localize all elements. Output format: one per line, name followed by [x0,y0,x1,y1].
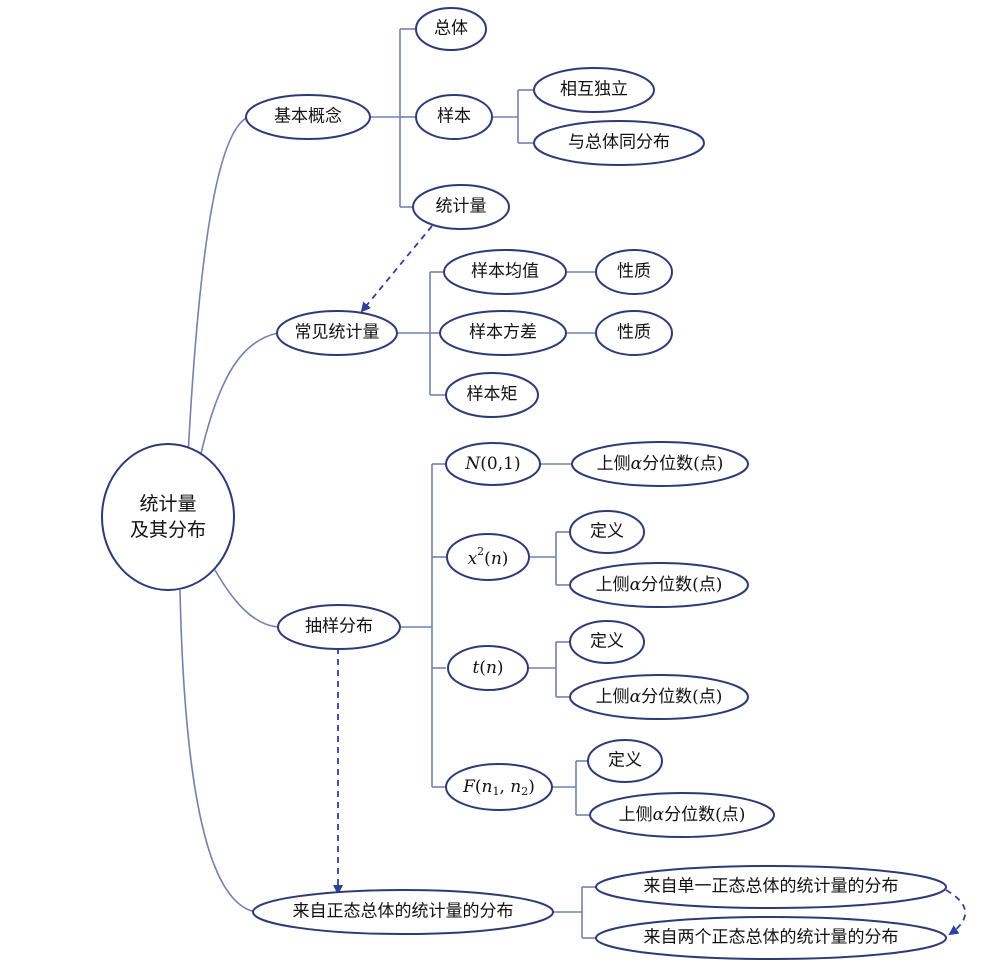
node-t-dist-label: t(n) [472,658,503,678]
node-sampling-distribution[interactable]: 抽样分布 [277,604,401,650]
node-chi-definition[interactable]: 定义 [569,510,645,554]
link-root-normalpop [179,589,257,913]
node-f-definition[interactable]: 定义 [587,739,663,783]
node-f-definition-label: 定义 [608,751,642,771]
node-statistic-label: 统计量 [436,197,487,217]
node-mean-property-label: 性质 [617,262,651,282]
node-independent-label: 相互独立 [560,80,628,100]
node-f-quantile[interactable]: 上侧α分位数(点) [589,792,775,838]
node-sample-label: 样本 [437,107,471,127]
node-sample[interactable]: 样本 [415,94,493,140]
node-chi-definition-label: 定义 [590,522,624,542]
node-chi-square[interactable]: x2(n) [446,533,530,581]
node-common-statistics[interactable]: 常见统计量 [276,310,398,356]
node-t-quantile[interactable]: 上侧α分位数(点) [569,674,749,720]
node-variance-property-label: 性质 [617,323,651,343]
node-normal-quantile[interactable]: 上侧α分位数(点) [571,441,749,487]
node-t-quantile-label: 上侧α分位数(点) [596,687,723,707]
node-basic-concepts[interactable]: 基本概念 [245,94,371,140]
node-single-population-label: 来自单一正态总体的统计量的分布 [644,877,899,897]
node-single-population[interactable]: 来自单一正态总体的统计量的分布 [595,865,947,909]
node-basic-concepts-label: 基本概念 [274,106,342,127]
node-normal-quantile-label: 上侧α分位数(点) [597,454,724,474]
node-population-label: 总体 [434,19,468,39]
node-statistic[interactable]: 统计量 [412,184,510,230]
node-mean-property[interactable]: 性质 [595,249,673,295]
link-root-basic [187,116,249,457]
node-two-populations-label: 来自两个正态总体的统计量的分布 [644,928,899,948]
node-sample-variance-label: 样本方差 [469,323,537,343]
node-sample-moment[interactable]: 样本矩 [445,372,539,418]
node-f-quantile-label: 上侧α分位数(点) [619,805,746,825]
node-normal-dist-label: N(0,1) [464,454,520,474]
node-normal-population[interactable]: 来自正态总体的统计量的分布 [252,889,554,935]
node-sample-mean[interactable]: 样本均值 [443,249,567,295]
root-label-line2: 及其分布 [130,519,206,541]
node-f-dist-label: F(n1, n2) [462,777,535,799]
node-normal-population-label: 来自正态总体的统计量的分布 [293,902,514,922]
node-chi-quantile-label: 上侧α分位数(点) [596,575,723,595]
node-common-statistics-label: 常见统计量 [295,323,380,343]
link-root-common [199,332,279,459]
root-label-line1: 统计量 [139,493,196,515]
node-f-dist[interactable]: F(n1, n2) [445,763,553,811]
node-t-definition[interactable]: 定义 [569,620,645,664]
node-same-distribution-label: 与总体同分布 [568,133,670,153]
node-sample-moment-label: 样本矩 [467,385,518,405]
node-two-populations[interactable]: 来自两个正态总体的统计量的分布 [595,916,947,960]
link-root-sampling [214,569,279,628]
node-t-definition-label: 定义 [590,632,624,652]
node-chi-quantile[interactable]: 上侧α分位数(点) [569,562,749,608]
connectors [179,28,967,939]
node-sampling-distribution-label: 抽样分布 [305,617,373,637]
node-variance-property[interactable]: 性质 [595,310,673,356]
node-chi-square-label: x2(n) [468,545,509,569]
root-node[interactable]: 统计量 及其分布 [101,443,235,591]
node-t-dist[interactable]: t(n) [447,645,529,691]
node-independent[interactable]: 相互独立 [533,67,655,113]
dashed-arrow-single-two [945,889,967,936]
node-same-distribution[interactable]: 与总体同分布 [533,120,705,166]
node-sample-mean-label: 样本均值 [471,262,539,282]
dashed-arrow-statistic-common [360,225,433,313]
node-population[interactable]: 总体 [415,7,487,51]
node-normal-dist[interactable]: N(0,1) [445,442,541,486]
node-sample-variance[interactable]: 样本方差 [439,310,567,356]
